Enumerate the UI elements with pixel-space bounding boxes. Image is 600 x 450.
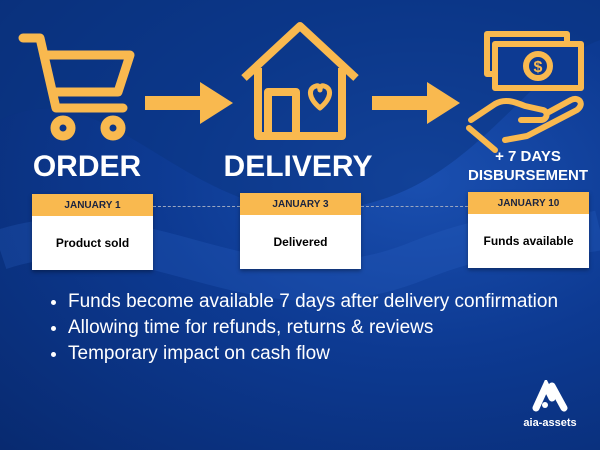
timeline-card-delivery: JANUARY 3 Delivered xyxy=(240,193,361,269)
step-title-days: + 7 DAYS xyxy=(495,148,561,165)
card-status: Delivered xyxy=(273,235,328,249)
brand-logo: aia-assets xyxy=(515,377,585,429)
card-status: Product sold xyxy=(55,236,130,250)
timeline-connector xyxy=(361,206,468,207)
svg-text:$: $ xyxy=(534,59,543,76)
money-hand-icon: $ xyxy=(466,31,584,153)
card-status: Funds available xyxy=(483,234,574,248)
step-title-delivery: DELIVERY xyxy=(223,150,373,183)
logo-mark-icon xyxy=(532,377,568,412)
step-title-disbursement: DISBURSEMENT xyxy=(467,167,588,184)
bullet-item: Allowing time for refunds, returns & rev… xyxy=(68,316,588,340)
card-date: JANUARY 1 xyxy=(32,194,153,216)
timeline-connector xyxy=(153,206,240,207)
logo-text: aia-assets xyxy=(523,417,577,429)
arrow-right-icon xyxy=(145,82,233,124)
timeline-card-order: JANUARY 1 Product sold xyxy=(32,194,153,270)
bullet-item: Funds become available 7 days after deli… xyxy=(68,290,588,314)
house-heart-icon xyxy=(241,22,359,140)
card-date: JANUARY 10 xyxy=(468,192,589,214)
bullet-item: Temporary impact on cash flow xyxy=(68,342,588,366)
bullet-list: Funds become available 7 days after deli… xyxy=(42,290,588,368)
shopping-cart-icon xyxy=(18,33,135,141)
card-date: JANUARY 3 xyxy=(240,193,361,215)
timeline-card-disbursement: JANUARY 10 Funds available xyxy=(468,192,589,268)
step-title-order: ORDER xyxy=(32,150,142,183)
arrow-right-icon xyxy=(372,82,460,124)
